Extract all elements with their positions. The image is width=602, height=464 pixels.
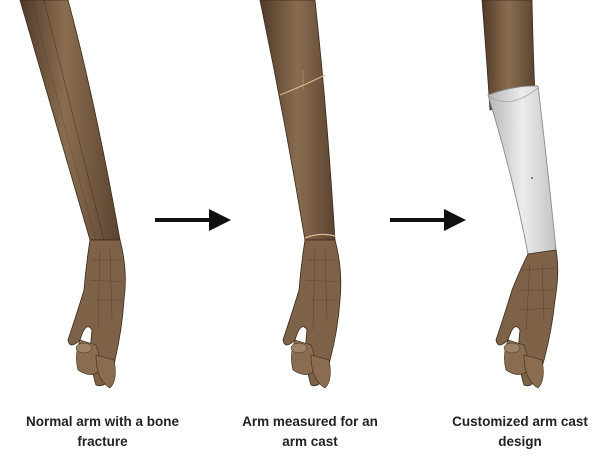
caption-line: Customized arm cast bbox=[438, 412, 602, 432]
caption-line: fracture bbox=[0, 432, 205, 452]
arm-cast-shell bbox=[488, 86, 556, 254]
caption-arm-cast: Customized arm cast design bbox=[438, 412, 602, 452]
panel-normal-arm bbox=[0, 0, 200, 400]
caption-measured-arm: Arm measured for an arm cast bbox=[215, 412, 405, 452]
caption-line: Arm measured for an bbox=[215, 412, 405, 432]
arm-illustration-normal bbox=[0, 0, 200, 400]
arm-illustration-measured bbox=[205, 0, 405, 400]
panel-arm-cast bbox=[410, 0, 602, 400]
caption-line: arm cast bbox=[215, 432, 405, 452]
panel-measured-arm bbox=[205, 0, 405, 400]
caption-line: Normal arm with a bone bbox=[0, 412, 205, 432]
caption-normal-arm: Normal arm with a bone fracture bbox=[0, 412, 205, 452]
caption-line: design bbox=[438, 432, 602, 452]
arm-illustration-cast bbox=[410, 0, 602, 400]
